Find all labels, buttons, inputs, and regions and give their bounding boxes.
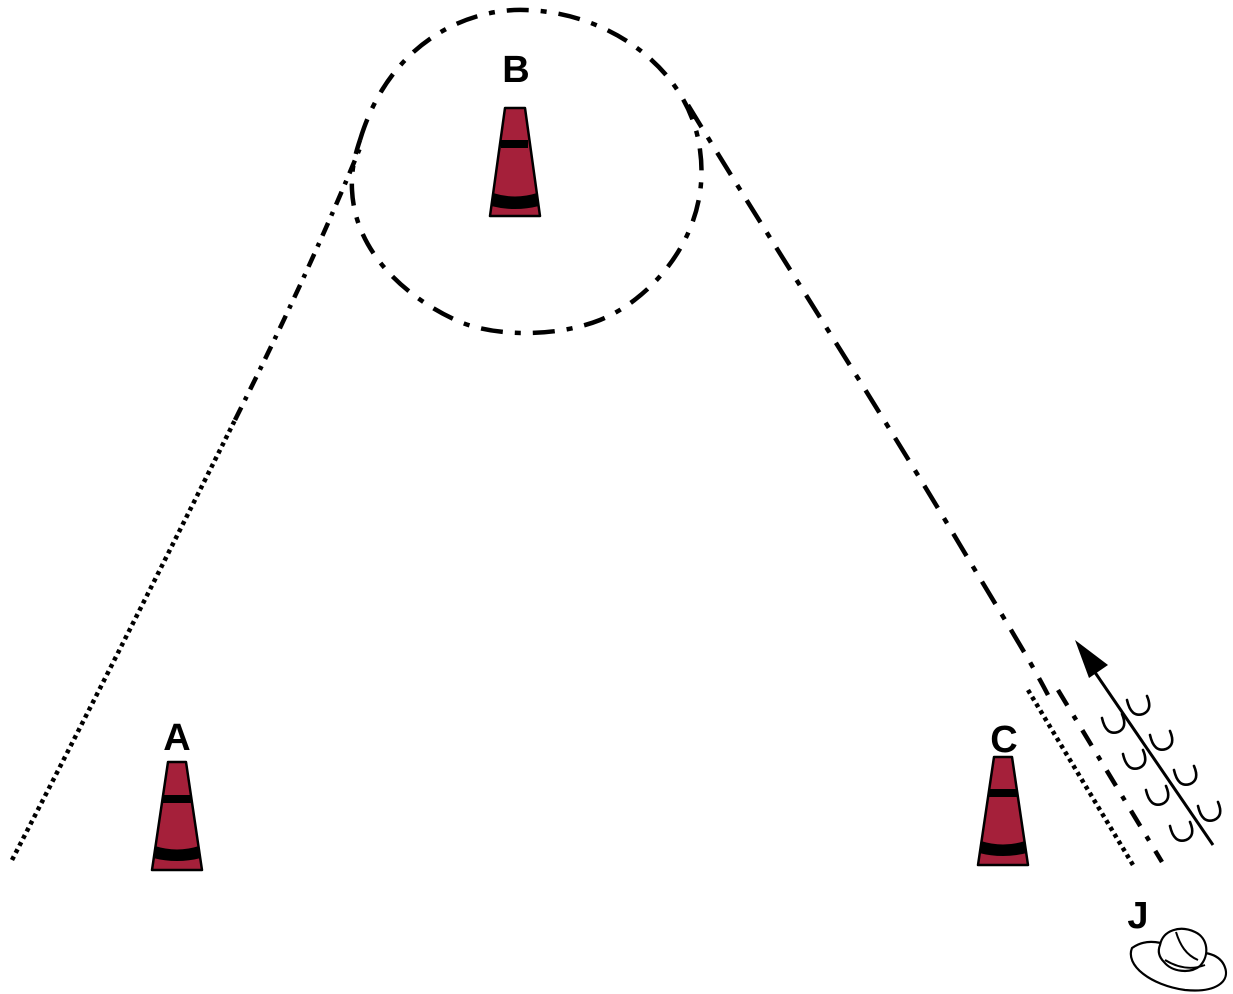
traffic-cone-icon xyxy=(152,762,202,870)
cone-a-label: A xyxy=(163,717,190,759)
cone-c-label: C xyxy=(990,719,1017,761)
cone-a: A xyxy=(152,717,202,870)
rider-j-label: J xyxy=(1127,895,1148,937)
arrow-icon xyxy=(1075,640,1108,678)
cone-c: C xyxy=(978,719,1028,865)
cone-b: B xyxy=(490,49,540,216)
cone-b-label: B xyxy=(502,49,529,91)
track-line-middle xyxy=(1058,690,1162,862)
right-path xyxy=(688,105,1048,695)
rider-j: J xyxy=(1127,895,1226,990)
direction-arrow-line xyxy=(1092,668,1213,845)
left-path-upper xyxy=(235,148,360,420)
cowboy-hat-icon xyxy=(1131,929,1226,991)
left-path xyxy=(12,420,235,860)
track-line-left xyxy=(1028,690,1133,865)
traffic-cone-icon xyxy=(978,757,1028,865)
traffic-cone-icon xyxy=(490,108,540,216)
